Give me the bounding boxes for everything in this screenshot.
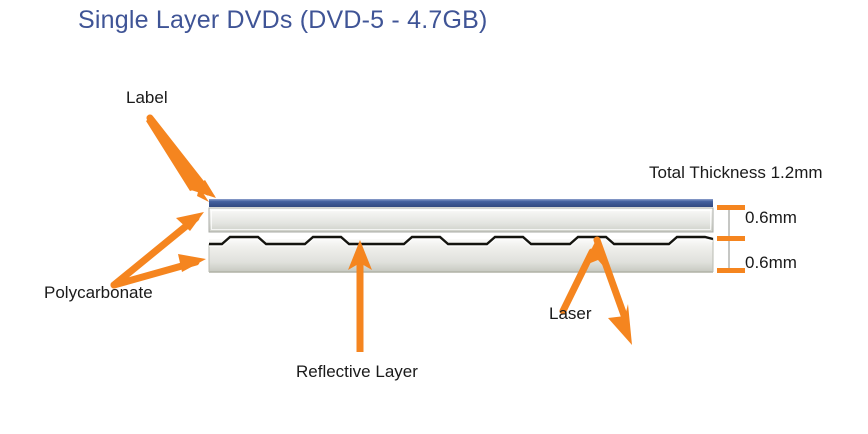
page-title: Single Layer DVDs (DVD-5 - 4.7GB) [78, 6, 488, 34]
upper-polycarbonate-layer [208, 207, 714, 233]
thickness-tick-top [717, 205, 745, 210]
label-arrow-icon [146, 114, 216, 202]
thickness-tick-bottom [717, 268, 745, 273]
polycarbonate-arrow-upper-icon [110, 212, 204, 289]
polycarbonate-arrow-lower-icon [110, 254, 206, 289]
laser-reflected-arrow-icon [593, 236, 632, 345]
thickness-bracket [717, 205, 745, 273]
measurement-total-thickness: Total Thickness 1.2mm [649, 163, 823, 182]
laser-incoming-arrow-icon [559, 238, 605, 315]
annotation-polycarbonate: Polycarbonate [44, 283, 153, 302]
reflective-layer-arrow-icon [348, 240, 372, 352]
measurement-bottom-layer: 0.6mm [745, 253, 797, 272]
annotation-laser: Laser [549, 304, 592, 323]
thickness-tick-middle [717, 236, 745, 241]
annotation-reflective-layer: Reflective Layer [296, 362, 418, 381]
label-strip [209, 199, 713, 207]
measurement-top-layer: 0.6mm [745, 208, 797, 227]
annotation-label: Label [126, 88, 168, 107]
reflective-layer [209, 235, 714, 247]
